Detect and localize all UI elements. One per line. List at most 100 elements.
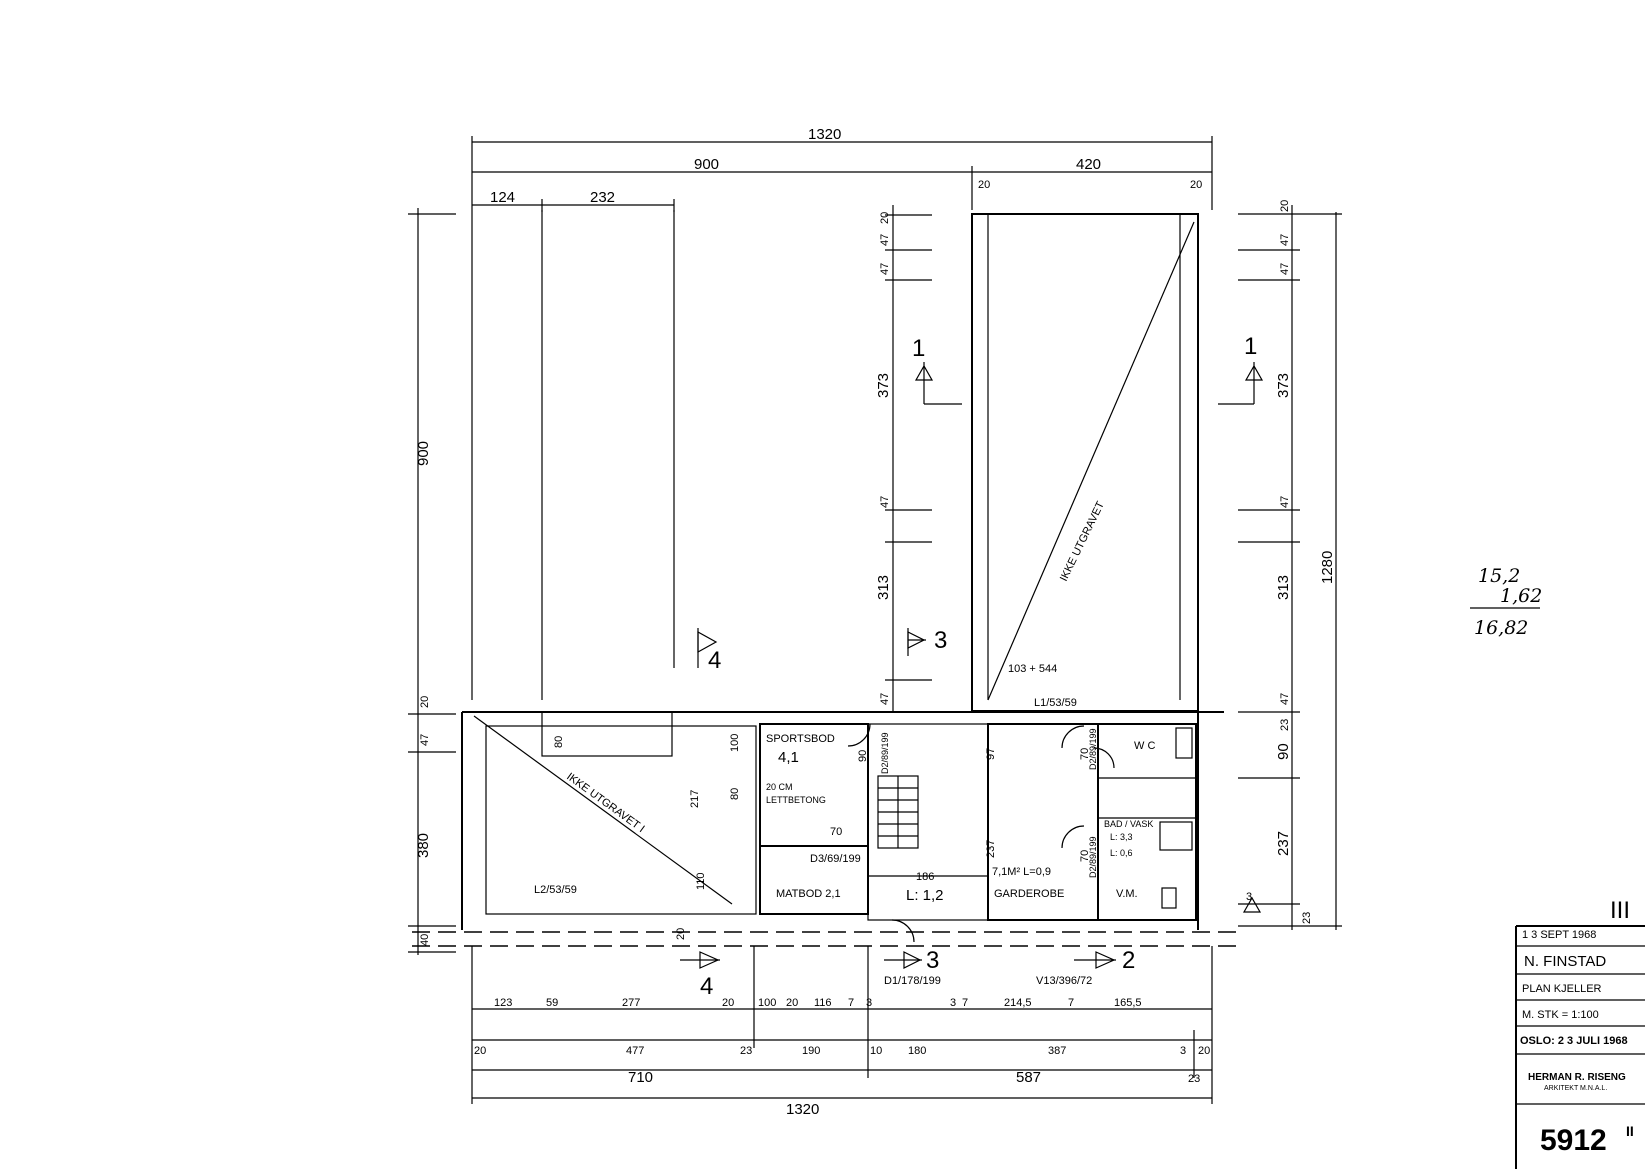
dim-top-right: 420: [1076, 156, 1101, 173]
dim-bot1-0: 123: [494, 997, 512, 1009]
dim-bot1-6: 116: [814, 997, 832, 1009]
label-bad-l: L: 0,6: [1110, 848, 1133, 858]
stairs: [877, 775, 919, 849]
label-l1: L1/53/59: [1034, 697, 1077, 709]
label-bad-vask: BAD / VASK: [1104, 819, 1153, 829]
svg-text:1: 1: [1244, 333, 1257, 360]
dim-bot2-6: 387: [1048, 1045, 1066, 1057]
svg-text:3: 3: [926, 947, 939, 974]
dim-inner-217: 217: [689, 790, 701, 808]
dim-top-d: 20: [1190, 179, 1202, 191]
section-marker-3a: 3: [907, 627, 947, 656]
label-l2: L2/53/59: [534, 884, 577, 896]
label-vm: V.M.: [1116, 888, 1138, 900]
dim-mid-47c: 47: [879, 496, 891, 508]
dim-bot1-12: 7: [1068, 997, 1074, 1009]
label-sportsbod-area: 4,1: [778, 749, 799, 766]
dim-top-total: 1320: [808, 126, 841, 143]
section-marker-4a: 4: [697, 628, 721, 674]
dim-inner-237: 237: [985, 840, 997, 858]
note-b: 1,62: [1500, 585, 1542, 607]
svg-text:2: 2: [1122, 947, 1135, 974]
dim-inner-186: 186: [916, 871, 934, 883]
top-dimensions: 1320 900 420 124 232 20 20: [471, 126, 1213, 212]
dim-top-left: 900: [694, 156, 719, 173]
title-number-sup: II: [1626, 1123, 1634, 1139]
section-marker-2: 2: [1074, 947, 1135, 974]
dim-right-47c: 47: [1279, 496, 1291, 508]
dim-bot2-3: 190: [802, 1045, 820, 1057]
dim-left-20: 20: [419, 696, 431, 708]
section-marker-1a: 1: [912, 335, 962, 405]
section-marker-3c: 3: [1242, 891, 1262, 913]
svg-text:4: 4: [700, 973, 713, 1000]
right-dimensions: 20 47 47 373 47 313 47 23 90 237 23 1280: [1238, 200, 1342, 930]
dim-top-a: 124: [490, 189, 515, 206]
walls: [412, 210, 1240, 947]
section-markers: 1 1 3 3 4 4: [680, 333, 1264, 1000]
title-scale: M. STK = 1:100: [1522, 1009, 1599, 1021]
dim-bot2-5: 180: [908, 1045, 926, 1057]
label-d3: D3/69/199: [810, 853, 861, 865]
label-103-544: 103 + 544: [1008, 663, 1057, 675]
handwritten-note: 15,2 1,62 16,82: [1470, 565, 1542, 639]
dim-bot1-3: 20: [722, 997, 734, 1009]
dim-right-237: 237: [1275, 831, 1292, 856]
dim-inner-100: 100: [729, 734, 741, 752]
label-bad-area: L: 3,3: [1110, 832, 1133, 842]
dim-bot-23: 23: [1188, 1073, 1200, 1085]
dim-bot-total: 1320: [786, 1101, 819, 1118]
dim-mid-47a: 47: [879, 234, 891, 246]
dim-top-b: 232: [590, 189, 615, 206]
dim-right-23b: 23: [1301, 912, 1313, 924]
dim-bot1-11: 214,5: [1004, 997, 1032, 1009]
title-firm: HERMAN R. RISENG: [1528, 1072, 1626, 1083]
label-ikke-utgravet-right: IKKE UTGRAVET: [1058, 499, 1107, 583]
dim-inner-90: 90: [857, 750, 869, 762]
label-matbod: MATBOD 2,1: [776, 888, 841, 900]
dim-bot2-1: 477: [626, 1045, 644, 1057]
dim-bot-587: 587: [1016, 1069, 1041, 1086]
section-marker-3b: 3: [884, 947, 939, 974]
dim-right-47d: 47: [1279, 693, 1291, 705]
title-name: N. FINSTAD: [1524, 953, 1606, 970]
section-marker-1b: 1: [1218, 333, 1264, 405]
dim-bot1-8: 3: [866, 997, 872, 1009]
dim-bot1-10: 7: [962, 997, 968, 1009]
dim-right-90: 90: [1275, 743, 1292, 760]
dim-right-20: 20: [1279, 200, 1291, 212]
dim-inner-20: 20: [675, 928, 687, 940]
dim-bot1-5: 20: [786, 997, 798, 1009]
label-d-b: D2/89/199: [1088, 836, 1098, 878]
dim-left-900: 900: [415, 441, 432, 466]
dim-right-47a: 47: [1279, 234, 1291, 246]
dim-inner-70b: 70: [1079, 748, 1091, 760]
label-garderobe-area: 7,1M² L=0,9: [992, 866, 1051, 878]
dim-mid-47d: 47: [879, 693, 891, 705]
label-garderobe: GARDEROBE: [994, 888, 1064, 900]
dim-inner-97: 97: [985, 748, 997, 760]
dim-bot1-13: 165,5: [1114, 997, 1142, 1009]
title-place-date: OSLO: 2 3 JULI 1968: [1520, 1035, 1628, 1047]
title-number: 5912: [1540, 1124, 1607, 1157]
note-a: 15,2: [1478, 565, 1520, 587]
dim-mid-20: 20: [879, 212, 891, 224]
inner-dimensions: 217 80 100 80 90 70 70 70 97 237 186 110…: [553, 734, 1091, 940]
dim-inner-80a: 80: [729, 788, 741, 800]
label-v13: V13/396/72: [1036, 975, 1092, 987]
note-c: 16,82: [1474, 617, 1528, 639]
label-ikke-utgravet-left: IKKE UTGRAVET I: [564, 771, 646, 835]
dim-bot1-2: 277: [622, 997, 640, 1009]
dim-bot1-1: 59: [546, 997, 558, 1009]
dim-left-380: 380: [415, 833, 432, 858]
dim-right-373: 373: [1275, 373, 1292, 398]
svg-text:3: 3: [934, 627, 947, 654]
dim-bot2-2: 23: [740, 1045, 752, 1057]
dim-mid-313: 313: [875, 575, 892, 600]
dim-top-c: 20: [978, 179, 990, 191]
title-roman: III: [1610, 897, 1630, 924]
dim-right-total: 1280: [1319, 551, 1336, 584]
mid-dimensions: 20 47 47 373 47 313 47: [875, 205, 932, 712]
